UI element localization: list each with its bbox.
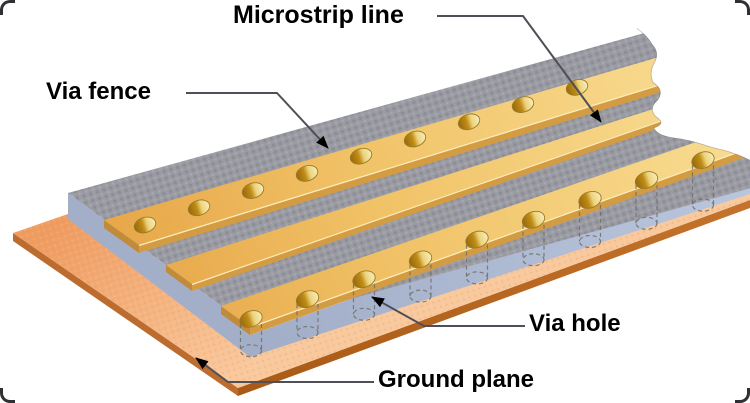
leader-ground-plane [195, 357, 374, 383]
via-hole [349, 147, 373, 165]
via-cylinder [409, 264, 432, 303]
via-hole [352, 270, 376, 289]
via-hole [465, 230, 489, 249]
via-cylinder [239, 324, 263, 358]
via-holes-front [239, 151, 715, 328]
label-ground-plane: Ground plane [378, 366, 534, 393]
via-hole [691, 151, 715, 170]
microstrip-top-face [166, 94, 700, 284]
via-cylinder [465, 244, 489, 285]
via-hole [241, 182, 265, 199]
via-hole [408, 250, 433, 269]
front-strip-highlight [249, 143, 750, 329]
ground-plane-left-edge [13, 233, 238, 396]
via-hole [403, 130, 427, 148]
via-hole [511, 96, 535, 113]
rear-strip-highlight [138, 71, 701, 247]
via-hole [578, 190, 602, 209]
via-holes-rear [133, 79, 589, 234]
via-hole [634, 171, 659, 189]
via-cylinder [578, 204, 602, 249]
microstrip-end-face [166, 265, 192, 291]
via-cylinder [522, 224, 545, 267]
microstrip-line-strip [166, 94, 701, 291]
label-via-fence: Via fence [46, 78, 151, 105]
leader-microstrip-line [437, 15, 602, 123]
via-cylinder [691, 165, 715, 212]
via-hole [239, 310, 263, 328]
via-hole [295, 165, 319, 182]
front-strip-end-face [221, 306, 250, 335]
leader-via-fence [186, 92, 329, 149]
label-via-hole: Via hole [529, 310, 621, 337]
via-hole [457, 113, 481, 131]
microstrip-highlight [191, 106, 701, 286]
ground-plane-front-edge [238, 200, 750, 396]
pcb-board [13, 12, 750, 396]
label-microstrip-line: Microstrip line [233, 1, 404, 29]
via-hole [133, 216, 157, 234]
rear-strip-front-face [139, 72, 700, 253]
via-cylinder [635, 185, 658, 230]
leader-via-hole [371, 296, 525, 327]
via-hole [521, 210, 546, 229]
via-hole [187, 199, 211, 217]
leader-lines [186, 15, 602, 383]
rear-strip-end-face [104, 220, 139, 253]
via-cylinder [296, 304, 319, 340]
via-cylinders [239, 165, 715, 358]
via-hole [295, 290, 320, 309]
ground-plane-texture [13, 190, 750, 388]
front-strip-front-face [250, 144, 750, 335]
microstrip-front-face [192, 107, 700, 291]
ground-plane-layer [13, 190, 750, 396]
